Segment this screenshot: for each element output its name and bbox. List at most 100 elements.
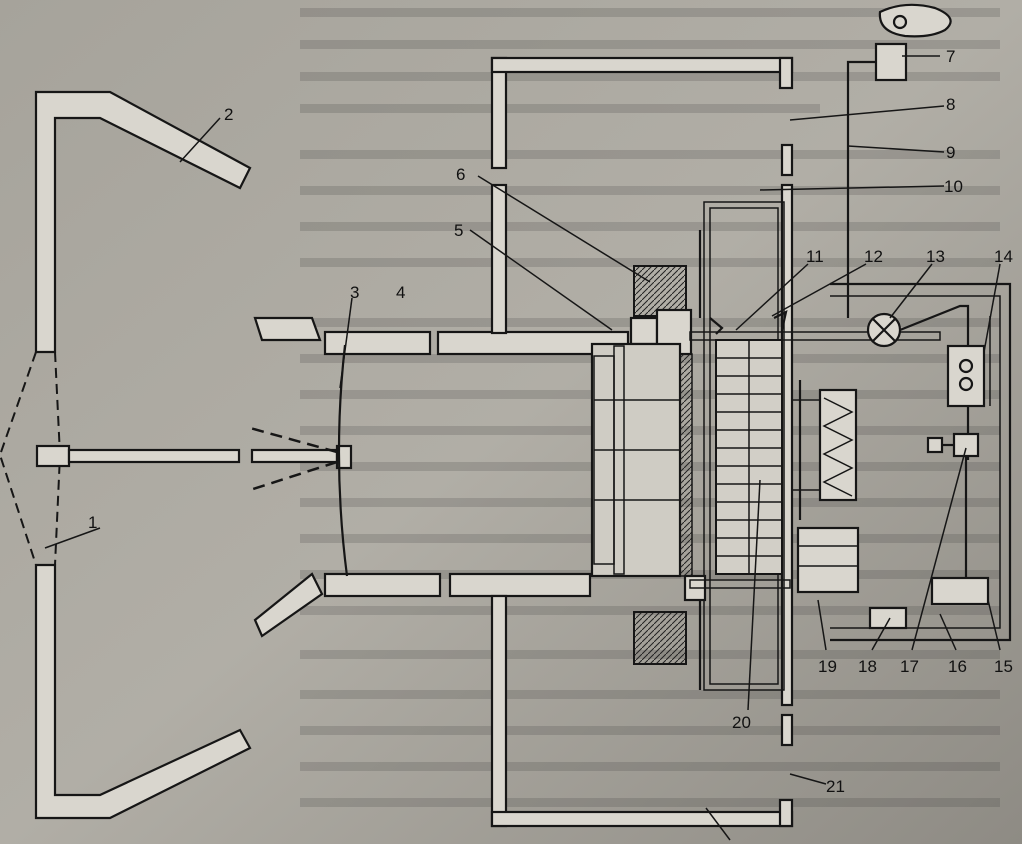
label-2: 2 bbox=[224, 105, 233, 124]
label-11: 11 bbox=[806, 247, 824, 266]
leader-17 bbox=[911, 447, 967, 651]
leader-9 bbox=[847, 145, 945, 153]
upper-reflector-arm bbox=[34, 90, 252, 354]
feed-dashed-left bbox=[0, 351, 37, 566]
right-wall-seg2 bbox=[780, 143, 794, 177]
label-20: 20 bbox=[732, 713, 751, 732]
leader-11 bbox=[735, 263, 809, 331]
label-14: 14 bbox=[994, 247, 1013, 266]
leader-20 bbox=[747, 479, 761, 711]
nozzle-right bbox=[773, 309, 788, 331]
coil-stripes bbox=[679, 353, 693, 577]
label-9: 9 bbox=[946, 143, 955, 162]
leader-1 bbox=[44, 527, 101, 549]
feed-rod-left bbox=[67, 448, 241, 464]
label-19: 19 bbox=[818, 657, 837, 676]
left-wall-top bbox=[490, 56, 508, 170]
reflector-assembly bbox=[0, 90, 353, 820]
control-equipment bbox=[792, 3, 1012, 642]
leader-lines bbox=[44, 55, 1001, 841]
label-1: 1 bbox=[88, 513, 97, 532]
top-beam bbox=[490, 56, 794, 74]
bottom-beam bbox=[490, 810, 794, 828]
indicator-lamp-1 bbox=[958, 358, 974, 374]
box-18 bbox=[868, 606, 908, 630]
label-15: 15 bbox=[994, 657, 1013, 676]
left-wall-mid bbox=[490, 183, 508, 335]
leader-13 bbox=[889, 263, 933, 319]
leader-18 bbox=[871, 617, 891, 651]
leader-10 bbox=[759, 185, 945, 191]
inner-control-frame bbox=[830, 295, 1001, 629]
leader-21 bbox=[789, 773, 827, 785]
indicator-box bbox=[946, 344, 986, 408]
tube-upper-seg1 bbox=[323, 330, 432, 356]
left-wall-bottom bbox=[490, 594, 508, 828]
lower-reflector-arm bbox=[34, 563, 252, 820]
label-4: 4 bbox=[396, 283, 405, 302]
zigzag-pattern bbox=[822, 397, 854, 497]
top-device-box bbox=[874, 42, 908, 82]
label-7: 7 bbox=[946, 47, 955, 66]
leader-3 bbox=[339, 297, 353, 389]
cone-dash-top bbox=[249, 426, 338, 454]
right-wall-seg4 bbox=[780, 713, 794, 747]
leader-19 bbox=[817, 599, 827, 651]
label-16: 16 bbox=[948, 657, 967, 676]
label-3: 3 bbox=[350, 283, 359, 302]
leader-15 bbox=[987, 599, 1001, 651]
sensor-17 bbox=[952, 432, 980, 458]
tube-lower-mouth bbox=[253, 572, 324, 638]
label-17: 17 bbox=[900, 657, 919, 676]
lower-pipe bbox=[689, 579, 791, 589]
lower-hatched-block bbox=[633, 611, 687, 665]
leader-6 bbox=[477, 175, 651, 283]
leader-12 bbox=[771, 263, 867, 317]
box-19 bbox=[796, 526, 860, 594]
heat-exchanger-rib bbox=[613, 345, 625, 575]
label-18: 18 bbox=[858, 657, 877, 676]
feed-tip bbox=[335, 444, 353, 470]
top-device-cloud bbox=[878, 3, 952, 38]
control-valve-x2 bbox=[871, 317, 897, 343]
right-wall-top bbox=[778, 56, 794, 90]
right-wall-bottom bbox=[778, 798, 794, 828]
feed-block bbox=[35, 444, 71, 468]
heat-exchanger-block bbox=[590, 342, 682, 578]
leader-bottom bbox=[705, 807, 731, 841]
callout-labels: 1 2 3 4 5 6 7 8 9 10 11 12 13 14 15 16 1… bbox=[88, 47, 1013, 796]
leader-2 bbox=[179, 117, 221, 163]
sensor-17-stub bbox=[926, 436, 944, 454]
label-13: 13 bbox=[926, 247, 945, 266]
feed-rod-right bbox=[250, 448, 339, 464]
inner-frame bbox=[703, 201, 785, 691]
leader-14 bbox=[983, 263, 1001, 353]
leader-16 bbox=[939, 613, 957, 651]
chamber-walls bbox=[490, 56, 794, 828]
upper-hatched-block bbox=[633, 265, 687, 317]
top-device-knob bbox=[892, 14, 908, 30]
nozzle-left bbox=[709, 317, 724, 335]
label-8: 8 bbox=[946, 95, 955, 114]
box-15 bbox=[930, 576, 990, 606]
label-10: 10 bbox=[944, 177, 963, 196]
tube-lower-seg1 bbox=[323, 572, 442, 598]
upper-pipe bbox=[689, 331, 941, 341]
tube-upper-mouth bbox=[253, 316, 322, 342]
outer-control-frame bbox=[830, 282, 1012, 642]
indicator-lamp-2 bbox=[958, 376, 974, 392]
label-12: 12 bbox=[864, 247, 883, 266]
leader-5 bbox=[469, 229, 613, 331]
signal-line-9 bbox=[846, 60, 876, 318]
tube-assembly bbox=[253, 316, 630, 638]
central-stack bbox=[715, 339, 783, 575]
cone-dash-bottom bbox=[249, 460, 338, 492]
label-21: 21 bbox=[826, 777, 845, 796]
upper-connector-box bbox=[629, 316, 659, 346]
leader-8 bbox=[789, 105, 945, 121]
label-6: 6 bbox=[456, 165, 465, 184]
label-5: 5 bbox=[454, 221, 463, 240]
engine-core bbox=[590, 201, 941, 691]
